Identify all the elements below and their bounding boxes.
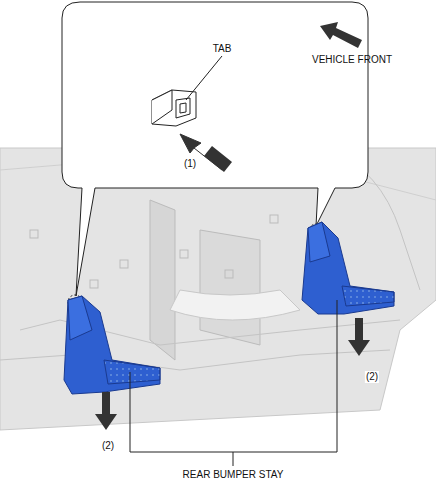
- part-name: TAB: [212, 43, 233, 55]
- callout-number: (1): [183, 158, 197, 170]
- front-arrow: [320, 22, 362, 48]
- direction-arrow: [204, 146, 232, 172]
- rear-bumper-stay: [302, 222, 394, 314]
- callout-bubble: [62, 2, 368, 296]
- callout-number: (2): [365, 371, 379, 383]
- part-name: REAR BUMPER STAY: [182, 469, 285, 481]
- direction-arrow: [348, 318, 370, 356]
- tab-detail: [152, 56, 222, 126]
- leader-bracket: [130, 300, 337, 466]
- callout-number: (2): [101, 440, 115, 452]
- rear-bumper-stay: [64, 296, 160, 394]
- direction-arrow: [95, 392, 117, 430]
- direction-label: VEHICLE FRONT: [311, 54, 393, 66]
- vehicle-body: [0, 148, 436, 430]
